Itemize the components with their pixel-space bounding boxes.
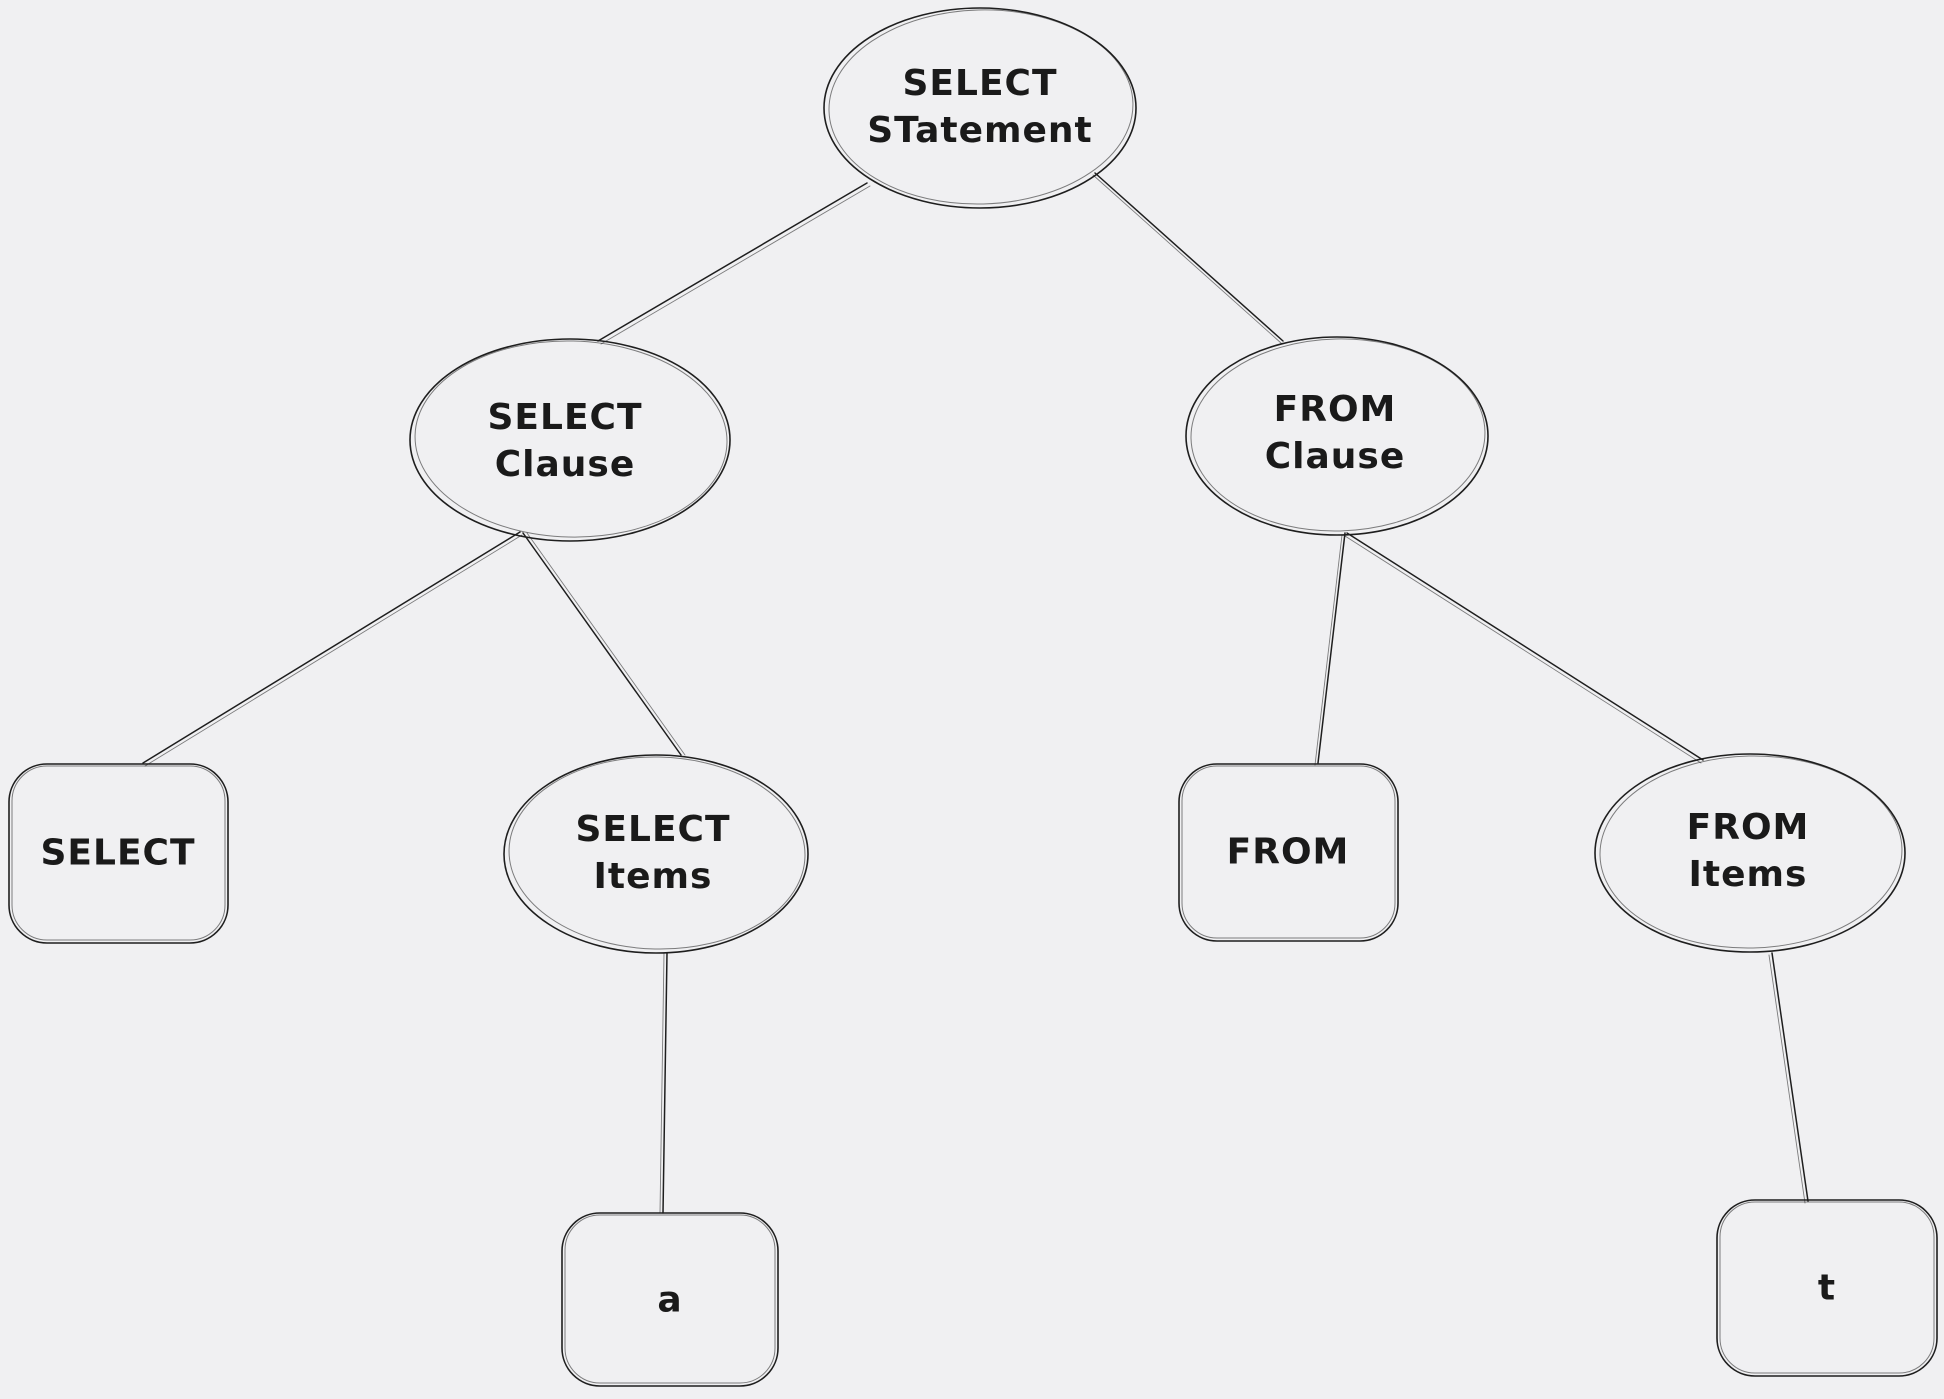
- node-select-keyword-label: SELECT: [40, 830, 195, 877]
- edge-from-items-to-item-t: [1768, 952, 1809, 1204]
- node-select-statement-label-line1: SELECT: [902, 63, 1058, 104]
- node-select-clause-label-line2: Clause: [494, 444, 636, 485]
- node-select-statement-label-line2: STatement: [867, 110, 1093, 151]
- node-select-clause-label-line1: SELECT: [487, 397, 643, 438]
- node-select-items[interactable]: [503, 754, 809, 954]
- edge-from-clause-to-from-items: [1344, 532, 1704, 764]
- edge-select-clause-to-select-keyword: [142, 531, 523, 767]
- edge-select-clause-to-select-items: [522, 532, 686, 756]
- node-from-keyword[interactable]: [1178, 763, 1399, 942]
- edge-select-statement-to-from-clause: [1092, 172, 1284, 344]
- node-item-a-label: a: [657, 1277, 682, 1324]
- node-item-a-label-line1: a: [657, 1279, 683, 1321]
- node-item-a[interactable]: [561, 1212, 779, 1387]
- node-item-t-label: t: [1818, 1265, 1836, 1312]
- node-select-statement-label: SELECT STatement: [867, 60, 1093, 154]
- edge-select-statement-to-select-clause: [597, 182, 871, 345]
- node-from-keyword-label-line1: FROM: [1226, 831, 1350, 873]
- node-from-clause-label-line1: FROM: [1273, 389, 1397, 430]
- node-from-keyword-label: FROM: [1227, 829, 1350, 876]
- node-from-items-label: FROM Items: [1687, 804, 1810, 898]
- node-item-t[interactable]: [1716, 1199, 1938, 1377]
- node-from-items-label-line2: Items: [1688, 854, 1808, 895]
- node-select-items-label: SELECT Items: [575, 806, 730, 900]
- node-select-items-label-line2: Items: [593, 856, 713, 897]
- edge-from-clause-to-from-keyword: [1314, 532, 1346, 766]
- node-from-clause-label-line2: Clause: [1264, 436, 1406, 477]
- node-select-keyword[interactable]: [8, 763, 229, 944]
- edge-select-items-to-item-a: [659, 952, 668, 1214]
- node-item-t-label-line1: t: [1817, 1267, 1837, 1309]
- node-select-items-label-line1: SELECT: [575, 809, 731, 850]
- node-from-items-label-line1: FROM: [1686, 807, 1810, 848]
- node-from-clause[interactable]: [1185, 335, 1489, 536]
- node-from-items[interactable]: [1594, 753, 1906, 953]
- node-select-clause-label: SELECT Clause: [487, 394, 642, 488]
- node-select-clause[interactable]: [409, 337, 731, 542]
- node-from-clause-label: FROM Clause: [1265, 386, 1406, 480]
- node-select-keyword-label-line1: SELECT: [40, 832, 196, 874]
- node-select-statement[interactable]: [823, 6, 1137, 209]
